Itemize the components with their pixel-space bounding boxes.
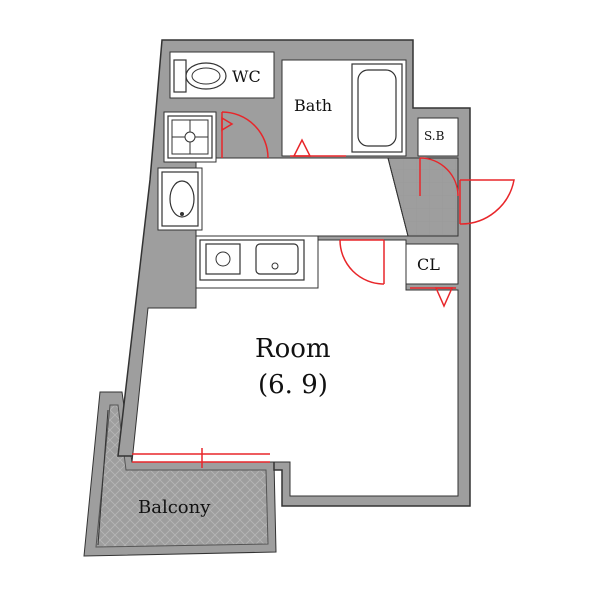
entrance-door-icon	[419, 157, 515, 225]
washer-door-icon	[221, 111, 269, 159]
balcony-label: Balcony	[138, 497, 211, 518]
kitchen-counter	[199, 239, 305, 281]
wc-room: WC	[169, 51, 275, 99]
bath-door-icon	[290, 138, 346, 157]
bathtub-icon	[351, 63, 403, 153]
washing-machine-icon	[167, 115, 213, 159]
closet-label: CL	[417, 255, 440, 274]
entrance-floor	[387, 157, 459, 237]
closet-room: CL	[405, 243, 459, 285]
storage-room: S.B	[417, 117, 459, 157]
room-size-label: (6. 9)	[258, 370, 328, 400]
sink-icon	[161, 171, 199, 227]
wc-label: WC	[232, 67, 261, 86]
room-label: Room	[255, 334, 331, 364]
bath-room: Bath	[281, 59, 407, 157]
balcony-area	[83, 391, 277, 557]
toilet-icon	[173, 59, 227, 93]
balcony-window-icon	[132, 448, 270, 468]
doors	[132, 111, 515, 468]
closet-door-icon	[410, 287, 456, 308]
kitchen-sink-icon	[255, 243, 299, 275]
bath-label: Bath	[294, 96, 332, 115]
washer-space	[163, 111, 217, 163]
storage-label: S.B	[424, 129, 445, 143]
stove-icon	[205, 243, 241, 275]
wash-basin	[157, 167, 203, 231]
room-door-icon	[339, 239, 385, 285]
